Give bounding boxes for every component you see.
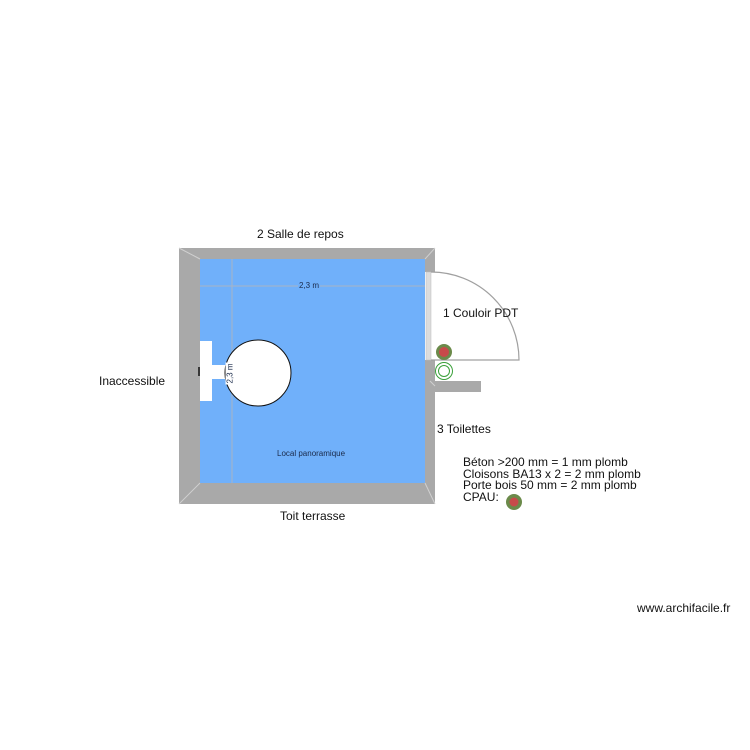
legend-line-porte: Porte bois 50 mm = 2 mm plomb	[463, 478, 637, 492]
wall-bevel-bottom-right	[424, 482, 436, 505]
legend: Béton >200 mm = 1 mm plomb Cloisons BA13…	[463, 455, 641, 504]
dimension-label-width: 2,3 m	[298, 281, 321, 290]
wall-stub	[435, 381, 481, 392]
legend-line-cloisons: Cloisons BA13 x 2 = 2 mm plomb	[463, 466, 641, 481]
label-toit-terrasse: Toit terrasse	[280, 509, 346, 523]
stub-bevel	[429, 380, 436, 387]
green-ring-marker[interactable]	[435, 362, 453, 380]
wall-bevel-top-left	[178, 247, 201, 260]
left-notch-bar	[212, 365, 228, 379]
wall-bevel-top-right	[424, 247, 436, 260]
cpau-marker-door-center	[439, 347, 449, 357]
dimension-label-height: 2,3 m	[225, 362, 235, 385]
door-panel[interactable]	[425, 271, 432, 361]
room-name-label: Local panoramique	[277, 449, 346, 458]
left-wall-notch	[200, 341, 212, 401]
watermark: www.archifacile.fr	[637, 601, 731, 615]
green-ring-inner	[438, 365, 450, 377]
circular-object[interactable]	[224, 339, 292, 407]
wall-bevel-bottom-left	[178, 482, 201, 505]
legend-line-cpau: CPAU:	[463, 489, 499, 504]
cpau-legend-marker-center	[509, 497, 519, 507]
door-swing-arc	[430, 271, 520, 361]
label-couloir-pdt: 1 Couloir PDT	[443, 306, 519, 320]
label-toilettes: 3 Toilettes	[437, 422, 491, 436]
label-salle-de-repos: 2 Salle de repos	[257, 227, 344, 241]
label-inaccessible: Inaccessible	[99, 374, 166, 388]
legend-line-beton: Béton >200 mm = 1 mm plomb	[463, 455, 628, 469]
